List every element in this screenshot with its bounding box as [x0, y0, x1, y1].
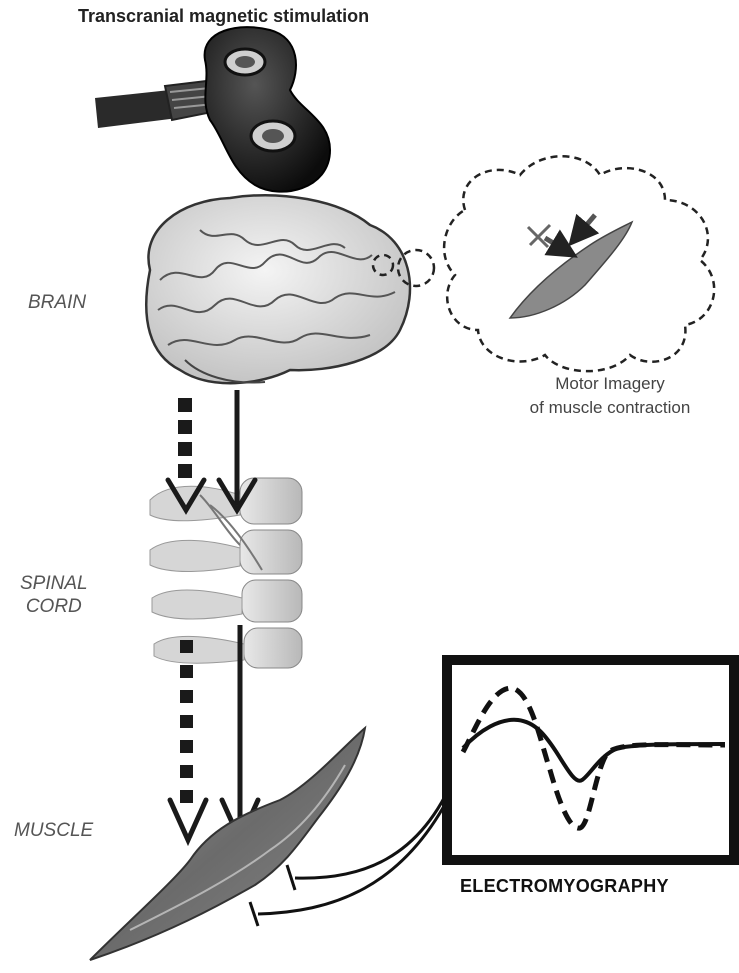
- page-title: Transcranial magnetic stimulation: [78, 6, 369, 27]
- thought-bubble-icon: [373, 156, 714, 371]
- monitor-icon: [447, 660, 734, 860]
- spine-icon: [150, 478, 302, 668]
- muscle-icon: [90, 728, 365, 960]
- motor-imagery-label: Motor Imagery of muscle contraction: [510, 372, 710, 420]
- spinal-label-line1: SPINAL: [20, 572, 88, 595]
- emg-label: ELECTROMYOGRAPHY: [460, 876, 669, 897]
- imagined-muscle-icon: [510, 215, 632, 318]
- spinal-cord-label: SPINAL CORD: [20, 572, 88, 618]
- motor-imagery-line1: Motor Imagery: [510, 372, 710, 396]
- muscle-label: MUSCLE: [14, 820, 93, 842]
- tms-coil-icon: [95, 27, 330, 192]
- spinal-label-line2: CORD: [20, 595, 88, 618]
- brain-icon: [146, 195, 410, 383]
- brain-label: BRAIN: [28, 292, 86, 314]
- motor-imagery-line2: of muscle contraction: [510, 396, 710, 420]
